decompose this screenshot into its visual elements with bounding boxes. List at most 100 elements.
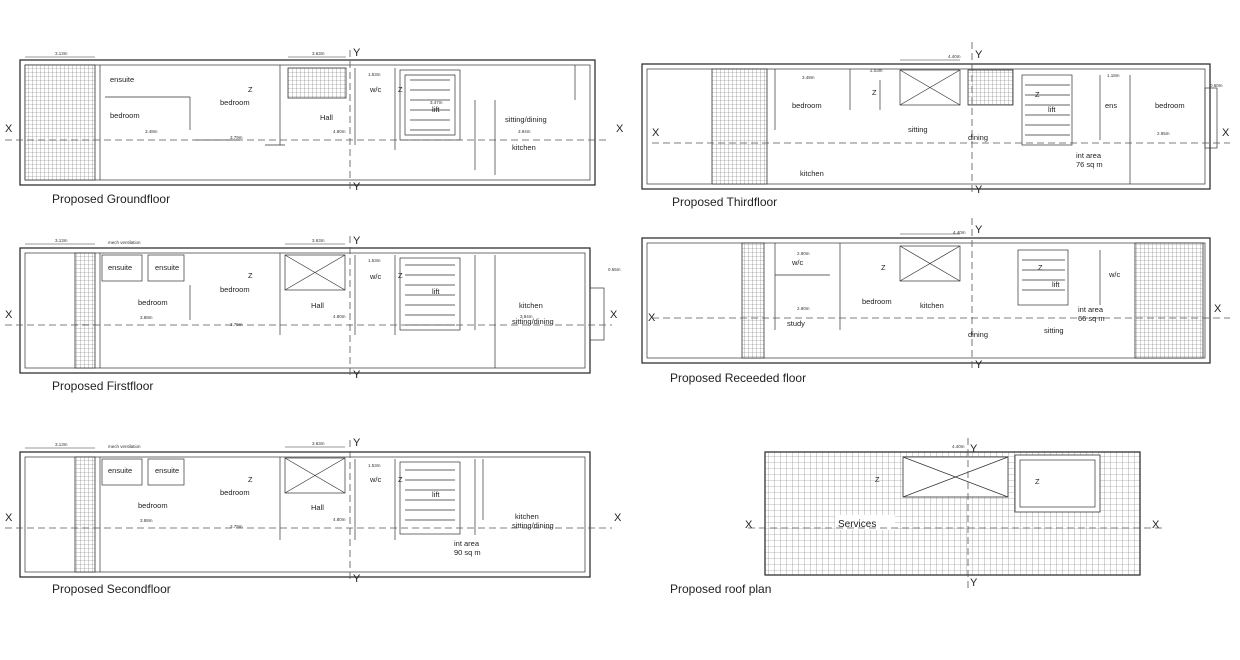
dim-label: 1.53m (368, 258, 381, 263)
section-x-right: X (1222, 127, 1230, 139)
room-label: lift (1052, 280, 1060, 289)
room-label: bedroom (862, 297, 892, 306)
section-x-right: X (610, 309, 618, 321)
plan-thirdfloor: X X Y Y Z Z bedroom sitting dining lift … (641, 42, 1230, 209)
room-label: bedroom (220, 285, 250, 294)
room-label: ensuite (110, 75, 134, 84)
terrace-tiling (74, 252, 96, 369)
room-label: ensuite (108, 263, 132, 272)
room-label: lift (432, 490, 440, 499)
room-label: Hall (320, 113, 333, 122)
room-label: dining (968, 330, 988, 339)
room-label: ensuite (108, 466, 132, 475)
area-value: 76 sq m (1076, 160, 1103, 169)
room-label: dining (968, 133, 988, 142)
room-label: kitchen (519, 301, 543, 310)
room-label: w/c (791, 258, 804, 267)
dim-label: 4.40m (952, 444, 965, 449)
level-marker-z: Z (1035, 90, 1040, 99)
lightwell-grid (287, 67, 347, 99)
dim-label: 3.88m (140, 315, 153, 320)
dim-label: 3.13m (55, 442, 68, 447)
section-y-top: Y (970, 443, 978, 455)
room-label: lift (1048, 105, 1056, 114)
section-y-top: Y (975, 49, 983, 61)
dim-label: 3.79m (230, 322, 243, 327)
section-y-bottom: Y (975, 359, 983, 371)
dim-label: 4.40m (953, 230, 966, 235)
section-x-left: X (5, 309, 13, 321)
dim-label: 1.18m (1107, 73, 1120, 78)
room-label: study (787, 319, 805, 328)
dim-label: 4.80m (333, 129, 346, 134)
room-label: kitchen (920, 301, 944, 310)
terrace-tiling (1134, 242, 1204, 359)
section-y-top: Y (975, 224, 983, 236)
room-label: w/c (369, 272, 382, 281)
dim-label: 3.63m (312, 238, 325, 243)
dim-label: 0.65m (608, 267, 621, 272)
room-label: ensuite (155, 263, 179, 272)
section-y-top: Y (353, 235, 361, 247)
room-label: bedroom (1155, 101, 1185, 110)
dim-label: 1.53m (368, 72, 381, 77)
room-label: sitting (1044, 326, 1064, 335)
section-y-bottom: Y (975, 184, 983, 196)
dim-label: 3.63m (312, 441, 325, 446)
dim-label: 3.94m (520, 314, 533, 319)
level-marker-z: Z (872, 88, 877, 97)
terrace-tiling (74, 456, 96, 573)
area-value: 66 sq m (1078, 314, 1105, 323)
terrace-tiling (24, 64, 96, 181)
lightwell-grid (967, 69, 1014, 106)
area-value: 90 sq m (454, 548, 481, 557)
plan-firstfloor: X X Y Y Z Z mech ventilation ensuite ens… (5, 235, 621, 393)
room-label: ensuite (155, 466, 179, 475)
plan-groundfloor: X X Y Y Z Z ensuite bedroom bedroom Hall… (5, 47, 624, 206)
room-label: lift (432, 105, 440, 114)
dim-label: 3.47m (430, 100, 443, 105)
level-marker-z: Z (398, 85, 403, 94)
section-y-bottom: Y (353, 181, 361, 193)
room-label: sitting/dining (505, 115, 547, 124)
dim-label: 3.79m (230, 524, 243, 529)
dim-label: 3.48m (802, 75, 815, 80)
level-marker-z: Z (248, 475, 253, 484)
level-marker-z: Z (248, 271, 253, 280)
level-marker-z: Z (398, 475, 403, 484)
room-label: bedroom (138, 298, 168, 307)
dim-label: 0.60m (1210, 83, 1223, 88)
section-x-right: X (616, 123, 624, 135)
room-label: Hall (311, 503, 324, 512)
room-label: w/c (369, 85, 382, 94)
level-marker-z: Z (248, 85, 253, 94)
level-marker-z: Z (1038, 263, 1043, 272)
room-label: w/c (369, 475, 382, 484)
plan-title: Proposed Thirdfloor (672, 195, 777, 209)
level-marker-z: Z (398, 271, 403, 280)
section-y-top: Y (353, 47, 361, 59)
section-x-right: X (1152, 519, 1160, 531)
area-label: int area (1078, 305, 1104, 314)
plan-title: Proposed Secondfloor (52, 582, 171, 596)
section-x-left: X (652, 127, 660, 139)
room-label: sitting (908, 125, 928, 134)
room-label: sitting/dining (512, 317, 554, 326)
plan-title: Proposed Receeded floor (670, 371, 806, 385)
dim-label: 4.40m (948, 54, 961, 59)
level-marker-z: Z (875, 475, 880, 484)
room-label: bedroom (792, 101, 822, 110)
dim-label: 2.95m (1157, 131, 1170, 136)
plan-secondfloor: X X Y Y Z Z mech ventilation ensuite ens… (5, 437, 622, 596)
dim-label: 4.80m (333, 314, 346, 319)
room-label: w/c (1108, 270, 1121, 279)
plan-receeded: X X Y Y Z Z w/c bedroom study kitchen di… (641, 218, 1230, 385)
plan-title: Proposed Groundfloor (52, 192, 170, 206)
plan-roof: X X Y Y Z Z Services 4.40m Proposed roof… (670, 438, 1165, 596)
dim-label: 3.63m (312, 51, 325, 56)
dim-label: 3.79m (230, 135, 243, 140)
dim-label: 2.90m (797, 251, 810, 256)
room-label: bedroom (110, 111, 140, 120)
section-y-bottom: Y (970, 577, 978, 589)
level-marker-z: Z (1035, 477, 1040, 486)
